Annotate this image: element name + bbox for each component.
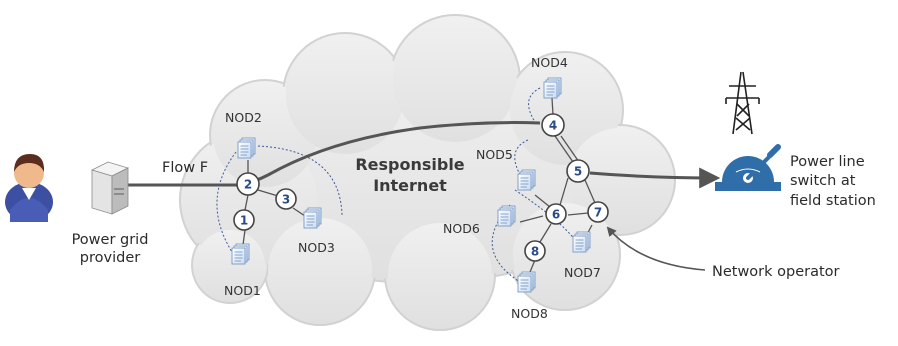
operator-label: Network operator [712, 264, 840, 280]
dashed-link-nod2-nod3 [257, 145, 343, 216]
router-2-label: 2 [244, 178, 252, 192]
label-nod5: NOD5 [476, 147, 513, 162]
document-stack-icon-nod2[interactable] [237, 137, 256, 159]
provider-label-line2: provider [80, 250, 140, 266]
router-8[interactable]: 8 [524, 240, 546, 262]
router-3[interactable]: 3 [275, 188, 297, 210]
dashed-link-router4-nod5 [514, 139, 529, 179]
link-router5-router7 [584, 179, 596, 204]
link-router3-nod3 [292, 207, 306, 217]
document-stack-icon-nod6[interactable] [497, 205, 516, 227]
label-nod4: NOD4 [531, 55, 568, 70]
link-router4-router5 [554, 135, 574, 163]
router-8-label: 8 [531, 245, 539, 259]
switch-label-line1: Power line [790, 154, 865, 170]
router-5[interactable]: 5 [566, 159, 590, 183]
cloud-shape [179, 14, 676, 331]
document-stack-icon-nod4[interactable] [543, 77, 562, 99]
document-stack-icon-nod8[interactable] [517, 271, 536, 293]
label-nod1: NOD1 [224, 283, 261, 298]
label-nod3: NOD3 [298, 240, 335, 255]
switch-label-line2: switch at [790, 173, 856, 189]
dashed-link-nod2-nod1 [216, 151, 237, 253]
router-1-label: 1 [240, 214, 248, 228]
flow-line-to-switch [589, 167, 721, 189]
link-nod4-router4 [551, 97, 554, 116]
label-nod7: NOD7 [564, 265, 601, 280]
link-nod6-router6 [519, 215, 544, 223]
server-icon [90, 161, 130, 215]
router-7-label: 7 [594, 206, 602, 220]
label-nod2: NOD2 [225, 110, 262, 125]
operator-arrow [606, 226, 706, 271]
dashed-link-nod5-nod7 [514, 189, 576, 241]
router-1[interactable]: 1 [233, 209, 255, 231]
link-router8-nod8 [529, 259, 536, 273]
router-5-label: 5 [574, 165, 582, 179]
switch-icon [715, 144, 781, 191]
router-4[interactable]: 4 [541, 113, 565, 137]
cloud-title-line2: Internet [373, 176, 447, 195]
routers: 2 1 3 4 5 6 7 8 [233, 113, 609, 262]
router-7[interactable]: 7 [587, 201, 609, 223]
cloud-title-line1: Responsible [355, 155, 464, 174]
link-nod5-router6 [534, 194, 551, 208]
provider-label-line1: Power grid [72, 232, 149, 248]
router-3-label: 3 [282, 193, 290, 207]
router-6[interactable]: 6 [545, 203, 567, 225]
link-router5-router6 [559, 177, 569, 206]
router-6-label: 6 [552, 208, 560, 222]
document-stack-icon-nod3[interactable] [303, 207, 322, 229]
link-router2-router3 [257, 189, 279, 197]
power-tower-icon [725, 71, 760, 135]
router-links [242, 97, 596, 273]
link-router2-router1 [244, 194, 249, 211]
dashed-links [216, 87, 576, 283]
link-router1-nod1 [242, 229, 246, 246]
router-2[interactable]: 2 [236, 172, 260, 196]
switch-label-line3: field station [790, 193, 876, 209]
document-stack-icon-nod1[interactable] [231, 243, 250, 265]
person-icon [5, 154, 53, 222]
label-nod8: NOD8 [511, 306, 548, 321]
link-router4-router5-b [560, 135, 580, 163]
label-nod6: NOD6 [443, 221, 480, 236]
document-stack-icon-nod7[interactable] [572, 231, 591, 253]
link-router6-router8 [539, 223, 552, 243]
dashed-link-nod6-nod8 [491, 204, 521, 283]
router-4-label: 4 [549, 119, 557, 133]
flow-label: Flow F [162, 160, 208, 176]
link-router6-router7 [567, 212, 589, 216]
document-stack-icon-nod5[interactable] [517, 169, 536, 191]
